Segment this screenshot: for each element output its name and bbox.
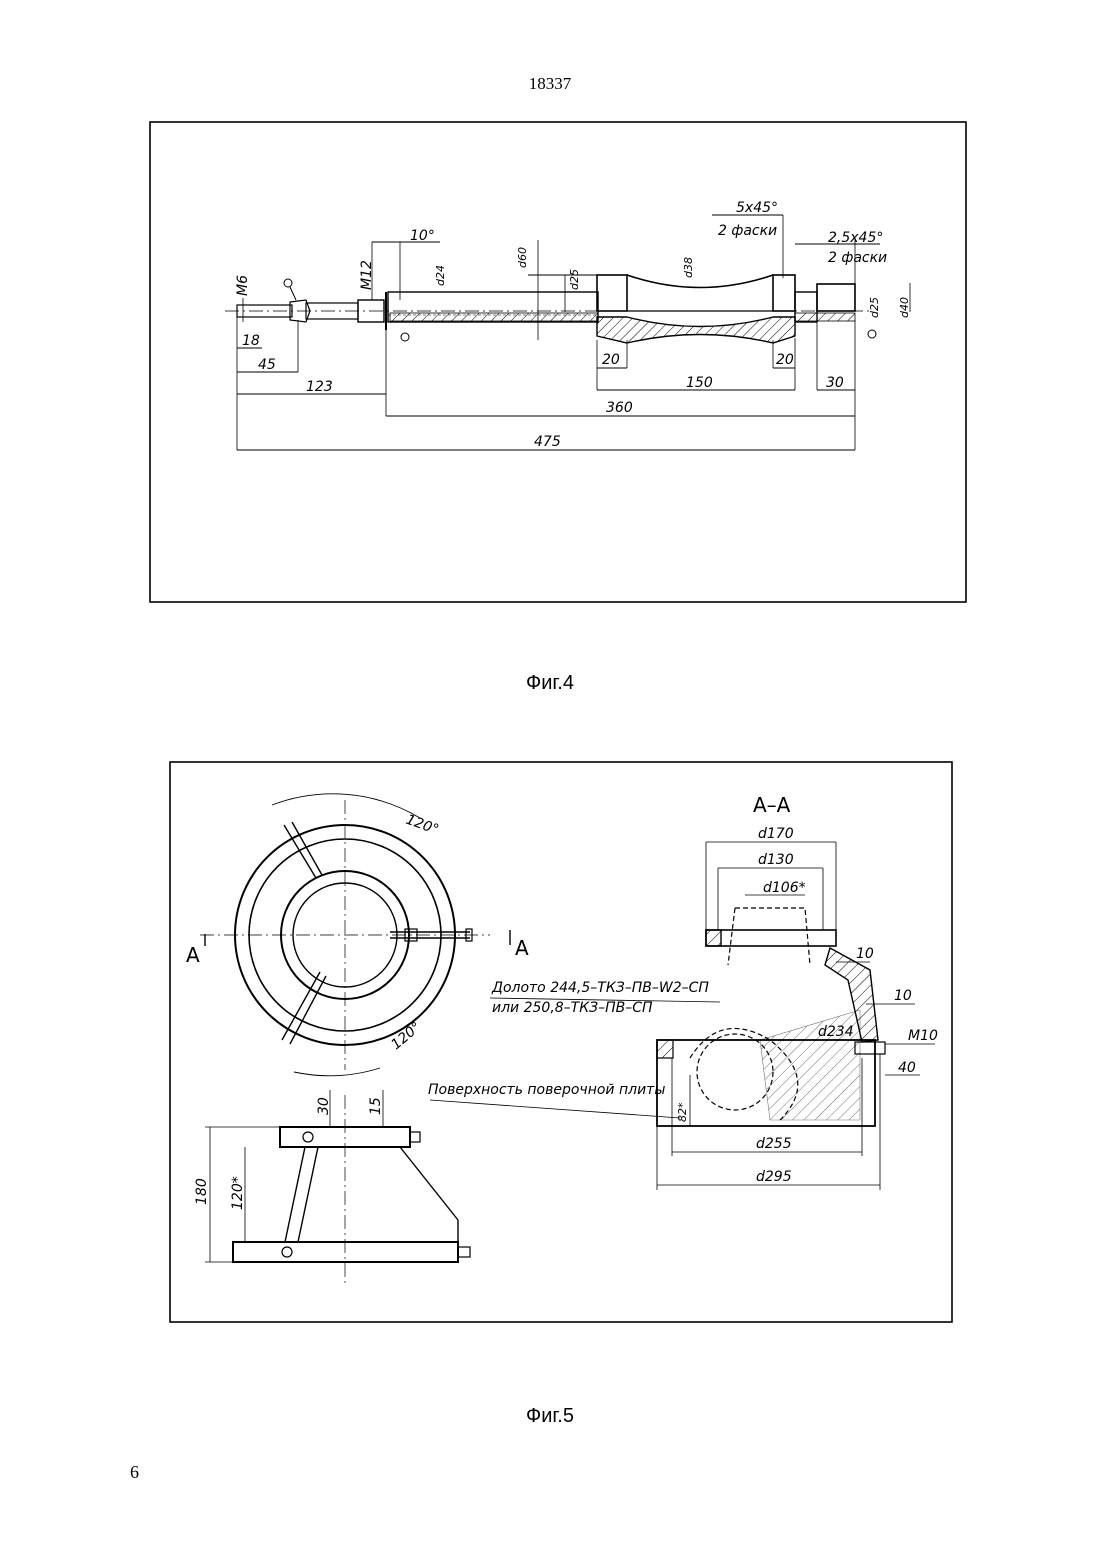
fig4-m12-label: M12 <box>359 260 375 290</box>
plan-angle-bottom: 120° <box>388 1019 424 1053</box>
elev-dim-180: 180 <box>194 1178 210 1205</box>
elev-dim-30: 30 <box>316 1097 332 1115</box>
fig4-chamfer-25x45-note: 2 фаски <box>828 250 887 266</box>
fig4-d24-label: d24 <box>434 265 447 286</box>
fig4-dim-18: 18 <box>242 333 260 349</box>
fig4-m6-label: M6 <box>235 275 251 296</box>
section-dim-40: 40 <box>898 1060 916 1076</box>
fig4-angle-label: 10° <box>410 228 435 244</box>
fig4-dim-20-left: 20 <box>602 352 620 368</box>
section-d106: d106* <box>763 880 806 896</box>
fig4-d25-right-label: d25 <box>868 297 881 318</box>
figure-5-caption: Фиг.5 <box>0 1405 1100 1428</box>
bit-label-line1: Долото 244,5–ТКЗ–ПВ–W2–СП <box>491 980 709 996</box>
figure-4-caption: Фиг.4 <box>0 672 1100 695</box>
section-d234: d234 <box>818 1024 854 1040</box>
section-m10: M10 <box>908 1028 938 1044</box>
fig4-dim-475: 475 <box>534 434 561 450</box>
fig4-d38-label: d38 <box>682 257 695 278</box>
fig4-dim-20-right: 20 <box>776 352 794 368</box>
section-dim-10-b: 10 <box>894 988 912 1004</box>
fig4-dim-150: 150 <box>686 375 713 391</box>
fig4-chamfer-25x45-label: 2,5x45° <box>828 230 883 246</box>
page-number: 6 <box>130 1462 139 1483</box>
fig4-dim-123: 123 <box>306 379 333 395</box>
fig4-chamfer-5x45-note: 2 фаски <box>718 223 777 239</box>
plan-view <box>200 794 490 1076</box>
section-aa-title: А–А <box>753 793 791 817</box>
section-dim-10-a: 10 <box>856 946 874 962</box>
section-marker-right: А <box>515 936 529 960</box>
bit-label-line2: или 250,8–ТКЗ–ПВ–СП <box>492 1000 653 1016</box>
section-dim-82: 82* <box>676 1102 689 1122</box>
fig4-d40-label: d40 <box>898 297 911 318</box>
section-marker-left: А <box>186 943 200 967</box>
fig4-d25-left-label: d25 <box>568 269 581 290</box>
section-d170: d170 <box>758 826 794 842</box>
section-aa <box>430 842 935 1190</box>
section-d255: d255 <box>756 1136 792 1152</box>
fig4-dim-360: 360 <box>606 400 633 416</box>
section-d295: d295 <box>756 1169 792 1185</box>
section-d130: d130 <box>758 852 794 868</box>
plate-surface-label: Поверхность поверочной плиты <box>428 1082 665 1098</box>
plan-angle-top: 120° <box>404 812 441 839</box>
fig4-chamfer-5x45-label: 5x45° <box>736 200 778 216</box>
fig4-dim-30: 30 <box>826 375 844 391</box>
fig4-dim-45: 45 <box>258 357 276 373</box>
elev-dim-15: 15 <box>368 1097 384 1115</box>
figure-5-drawing: 120° 120° А А 30 15 180 120* А–А <box>0 740 1100 1360</box>
fig4-d60-label: d60 <box>516 247 529 268</box>
elev-dim-120: 120* <box>230 1176 246 1210</box>
figure-4-drawing: M6 M12 10° d24 d60 d25 d38 d25 d40 5x45°… <box>0 0 1100 640</box>
